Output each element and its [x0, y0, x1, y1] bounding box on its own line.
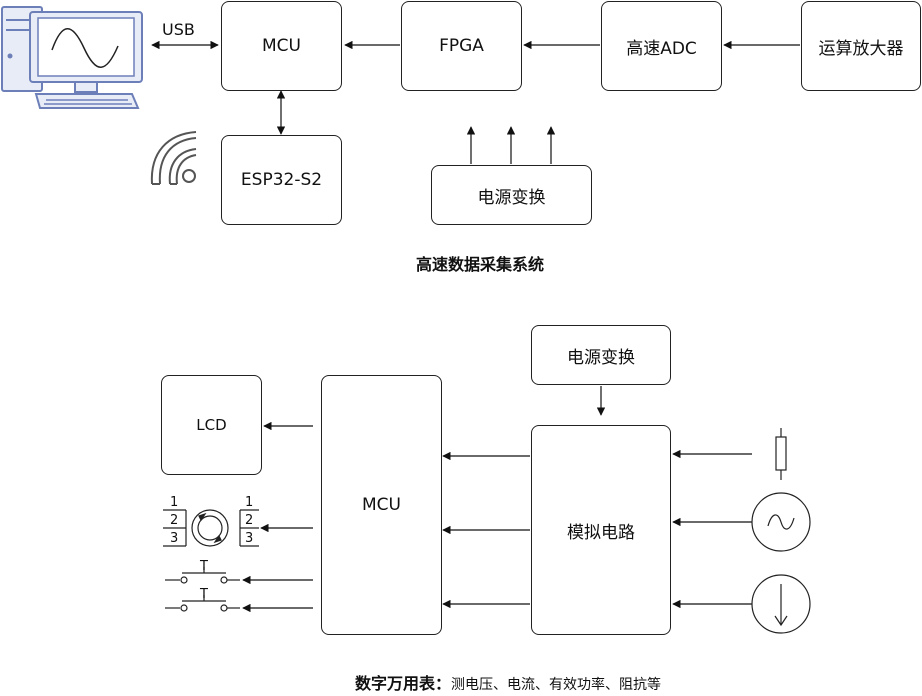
- push-switch-icon: [165, 567, 240, 584]
- push-switch-icon: [165, 595, 240, 612]
- fpga-label: FPGA: [439, 36, 484, 56]
- fpga-block: FPGA: [401, 1, 522, 91]
- top-power-label: 电源变换: [477, 187, 546, 208]
- bottom-mcu-label: MCU: [362, 495, 401, 515]
- caption-tail: 测电压、电流、有效功率、阻抗等: [451, 677, 662, 693]
- caption-lead: 数字万用表：: [355, 674, 452, 693]
- lcd-label: LCD: [196, 416, 227, 434]
- opamp-block: 运算放大器: [801, 1, 921, 91]
- opamp-label: 运算放大器: [818, 38, 904, 59]
- bottom-mcu-block: MCU: [321, 375, 442, 635]
- mcu-block: MCU: [221, 1, 342, 91]
- top-power-block: 电源变换: [431, 165, 592, 225]
- encoder-right-number: 2: [245, 513, 253, 528]
- analog-circuit-block: 模拟电路: [531, 425, 671, 635]
- encoder-left-number: 2: [170, 513, 178, 528]
- bottom-diagram-caption: 数字万用表：测电压、电流、有效功率、阻抗等: [355, 670, 661, 694]
- switch-mark: T: [199, 587, 208, 602]
- ac-source-icon: [751, 492, 811, 552]
- current-source-icon: [751, 574, 811, 634]
- encoder-left-number: 1: [170, 495, 178, 510]
- encoder-left-number: 3: [170, 531, 178, 546]
- adc-label: 高速ADC: [626, 38, 697, 59]
- usb-label: USB: [162, 20, 195, 39]
- lcd-block: LCD: [161, 375, 262, 475]
- esp32-label: ESP32-S2: [240, 170, 323, 190]
- wifi-icon: [150, 131, 197, 185]
- analog-circuit-label: 模拟电路: [567, 522, 635, 543]
- adc-block: 高速ADC: [601, 1, 722, 91]
- bottom-power-block: 电源变换: [531, 325, 671, 385]
- mcu-label: MCU: [262, 36, 301, 56]
- top-diagram-title: 高速数据采集系统: [416, 255, 545, 274]
- esp32-block: ESP32-S2: [221, 135, 342, 225]
- encoder-right-number: 3: [245, 531, 253, 546]
- bottom-power-label: 电源变换: [567, 347, 635, 368]
- encoder-right-number: 1: [245, 495, 253, 510]
- computer-icon: [1, 6, 143, 109]
- resistor-icon: [775, 428, 787, 480]
- switch-mark: T: [199, 559, 208, 574]
- rotary-encoder-icon: [163, 509, 259, 547]
